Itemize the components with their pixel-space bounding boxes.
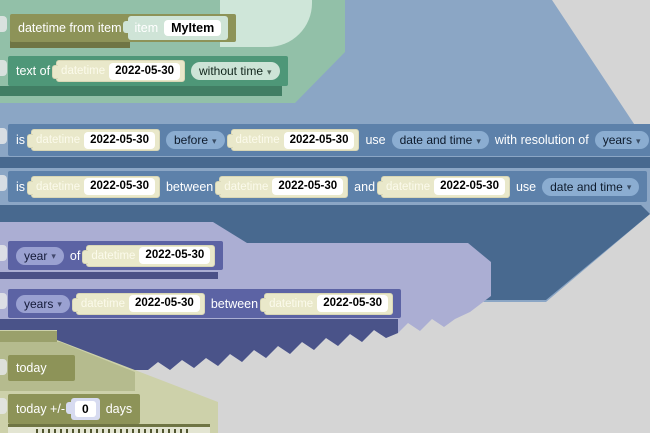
datetime-label: datetime: [224, 180, 269, 193]
datetime-shadow-block[interactable]: datetime 2022-05-30: [27, 129, 160, 151]
date-field[interactable]: 2022-05-30: [128, 295, 200, 312]
item-label: item: [134, 21, 159, 35]
block-text-of-datetime[interactable]: text of datetime 2022-05-30 without time…: [8, 56, 288, 86]
block-bottom-edge: [8, 424, 210, 427]
of-label: of: [69, 248, 81, 263]
indigo-shadow-band: [0, 272, 218, 279]
today-label: today: [16, 361, 47, 375]
use-dropdown[interactable]: date and time ▾: [391, 131, 489, 149]
between-label: between: [165, 179, 214, 194]
datetime-shadow-block[interactable]: datetime 2022-05-30: [27, 175, 160, 198]
block-years-between[interactable]: years ▾ datetime 2022-05-30 between date…: [8, 289, 402, 318]
number-shadow-block[interactable]: 0: [66, 398, 100, 420]
connector-stub: [0, 60, 7, 76]
unit-dropdown-value: years: [24, 296, 54, 311]
connector-stub: [0, 128, 7, 144]
chevron-down-icon: ▾: [57, 299, 62, 309]
use-dropdown-value: date and time: [550, 179, 623, 194]
chevron-down-icon: ▾: [212, 135, 217, 146]
blue-shadow-band-top: [0, 157, 650, 168]
date-field[interactable]: 2022-05-30: [434, 178, 505, 195]
operator-dropdown-value: before: [173, 133, 208, 147]
use-label: use: [365, 133, 386, 147]
unit-dropdown-value: year: [24, 248, 48, 263]
format-dropdown-value: without time: [198, 64, 264, 78]
olive-shadow-band: [10, 40, 130, 48]
connector-stub: [0, 293, 7, 309]
resolution-dropdown[interactable]: years ▾: [594, 131, 649, 149]
block-today[interactable]: today: [8, 355, 75, 381]
connector-stub: [0, 398, 7, 414]
datetime-shadow-block[interactable]: datetime 2022-05-30: [52, 60, 185, 82]
date-field[interactable]: 2022-05-30: [139, 247, 211, 264]
and-label: and: [354, 179, 376, 194]
item-name-field[interactable]: MyItem: [164, 20, 222, 36]
operator-dropdown[interactable]: before ▾: [165, 131, 225, 149]
item-block[interactable]: item MyItem: [122, 16, 229, 40]
format-dropdown[interactable]: without time ▾: [190, 62, 280, 80]
is-label: is: [16, 179, 26, 194]
connector-stub: [0, 16, 7, 32]
unit-dropdown[interactable]: years ▾: [16, 294, 70, 313]
datetime-shadow-block[interactable]: datetime 2022-05-30: [82, 244, 216, 267]
is-label: is: [16, 133, 26, 147]
chevron-down-icon: ▾: [626, 182, 632, 192]
datetime-from-item-label: datetime from item: [18, 21, 122, 35]
unit-dropdown[interactable]: year ▾: [16, 246, 64, 265]
text-of-label: text of: [16, 64, 51, 78]
datetime-shadow-block[interactable]: datetime 2022-05-30: [226, 129, 360, 151]
teal-shadow-band: [0, 86, 282, 96]
days-label: days: [105, 402, 133, 416]
connector-stub: [0, 245, 7, 261]
datetime-label: datetime: [269, 297, 314, 310]
date-field[interactable]: 2022-05-30: [109, 62, 180, 80]
datetime-label: datetime: [36, 180, 81, 193]
datetime-label: datetime: [386, 180, 431, 193]
use-dropdown-value: date and time: [399, 133, 473, 147]
chevron-down-icon: ▾: [636, 135, 641, 146]
datetime-shadow-block[interactable]: datetime 2022-05-30: [215, 175, 349, 198]
chevron-down-icon: ▾: [476, 135, 481, 146]
date-field[interactable]: 2022-05-30: [272, 178, 344, 195]
block-datetime-from-item[interactable]: datetime from item item MyItem: [10, 14, 237, 42]
chevron-down-icon: ▾: [51, 251, 56, 261]
datetime-shadow-block[interactable]: datetime 2022-05-30: [71, 292, 205, 315]
datetime-shadow-block[interactable]: datetime 2022-05-30: [377, 175, 510, 198]
resolution-label: with resolution of: [494, 133, 589, 147]
chevron-down-icon: ▾: [267, 66, 272, 77]
today-offset-label: today +/-: [16, 402, 65, 416]
connector-stub: [0, 359, 7, 375]
date-field[interactable]: 2022-05-30: [283, 131, 355, 149]
datetime-shadow-block[interactable]: datetime 2022-05-30: [260, 292, 394, 315]
olive-partial-block-top: [0, 331, 57, 343]
use-dropdown[interactable]: date and time ▾: [542, 177, 640, 196]
datetime-label: datetime: [36, 134, 81, 146]
between-label: between: [210, 296, 259, 311]
datetime-label: datetime: [80, 297, 125, 310]
datetime-label: datetime: [235, 134, 280, 146]
date-field[interactable]: 2022-05-30: [317, 295, 389, 312]
connector-stub: [0, 175, 7, 191]
datetime-label: datetime: [91, 249, 136, 262]
days-number-field[interactable]: 0: [75, 401, 96, 417]
block-today-plus-minus-days[interactable]: today +/- 0 days: [8, 394, 141, 424]
date-field[interactable]: 2022-05-30: [84, 131, 155, 149]
clipped-text-tops: [36, 429, 188, 433]
block-year-of-datetime[interactable]: year ▾ of datetime 2022-05-30: [8, 241, 224, 270]
date-field[interactable]: 2022-05-30: [84, 178, 155, 195]
block-is-datetime-before[interactable]: is datetime 2022-05-30 before ▾ datetime…: [8, 124, 650, 156]
block-is-datetime-between[interactable]: is datetime 2022-05-30 between datetime …: [8, 171, 648, 202]
use-label: use: [515, 179, 537, 194]
datetime-label: datetime: [61, 65, 106, 77]
resolution-dropdown-value: years: [602, 133, 633, 147]
